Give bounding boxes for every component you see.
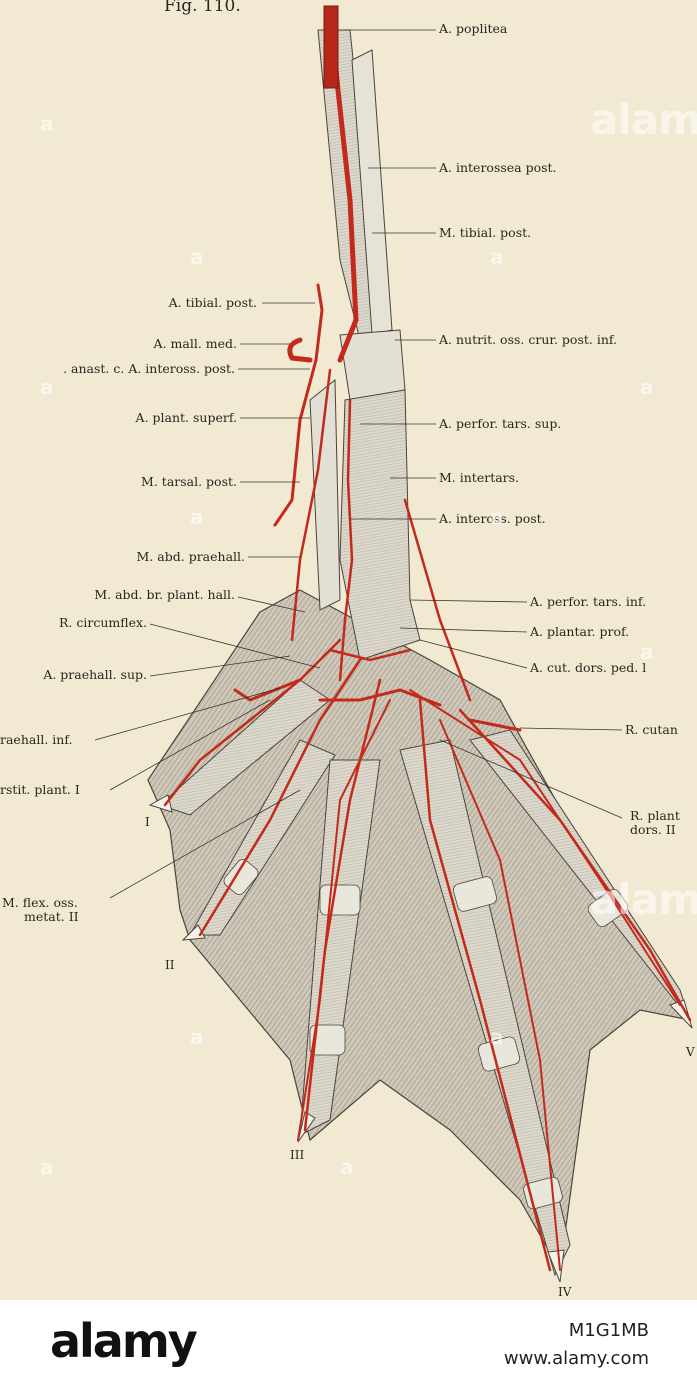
label-a-tibial-post: A. tibial. post. [168, 295, 257, 310]
watermark-glyph: a [40, 112, 54, 136]
digit-label-i: I [145, 815, 150, 829]
digit-label-v: V [686, 1045, 695, 1059]
label-a-perfor-tars-inf: A. perfor. tars. inf. [530, 594, 647, 609]
stock-footer: alamy M1G1MB www.alamy.com [0, 1300, 697, 1390]
alamy-logo: alamy [50, 1314, 198, 1368]
watermark-glyph-12: a [490, 1025, 504, 1049]
label-r-circumflex: R. circumflex. [59, 615, 147, 630]
web-membrane [147, 589, 692, 1272]
label-a-interossea-post: A. interossea post. [439, 160, 557, 175]
tarsometatarsus [339, 389, 421, 661]
digit-label-iv: IV [558, 1285, 572, 1299]
site-url: www.alamy.com [503, 1348, 649, 1369]
label-a-mall-med: A. mall. med. [153, 336, 237, 351]
watermark-glyph-4: a [40, 375, 54, 399]
watermark-glyph-5: a [640, 375, 654, 399]
label-praehall-inf: raehall. inf. [0, 732, 73, 747]
digit-label-ii: II [165, 958, 175, 972]
label-a-plantar-prof: A. plantar. prof. [530, 624, 630, 639]
watermark-glyph-11: a [190, 1025, 204, 1049]
label-a-perfor-tars-sup: A. perfor. tars. sup. [439, 416, 562, 431]
label-dors-ii: dors. II [630, 822, 676, 837]
digit-ii [189, 739, 336, 936]
label-m-flex-oss: M. flex. oss. [2, 895, 78, 910]
tendon-strip [309, 378, 341, 611]
foot-illustration [94, 5, 693, 1283]
claw-iv [547, 1249, 565, 1283]
leader-lines [94, 29, 623, 899]
digit-label-iii: III [290, 1148, 305, 1162]
label-a-nutrit-oss: A. nutrit. oss. crur. post. inf. [439, 332, 618, 347]
watermark-text: alamy [590, 95, 697, 144]
label-m-tarsal-post: M. tarsal. post. [141, 474, 237, 489]
watermark-glyph-3: a [490, 245, 504, 269]
watermark-text-2: alamy [590, 875, 697, 924]
label-anast-inteross: . anast. c. A. inteross. post. [63, 361, 235, 376]
label-r-plant: R. plant [630, 808, 680, 823]
arteries [163, 5, 692, 1272]
label-interstit-plant-i: rstit. plant. I [0, 782, 80, 797]
label-m-abd-praehall: M. abd. praehall. [136, 549, 245, 564]
label-m-intertars: M. intertars. [439, 470, 520, 485]
label-m-abd-br-plant-hall: M. abd. br. plant. hall. [94, 587, 235, 602]
tibia-shaft [351, 49, 393, 335]
watermark-glyph-9: a [40, 1155, 54, 1179]
label-a-poplitea: A. poplitea [439, 21, 508, 36]
image-id: M1G1MB [568, 1320, 649, 1341]
figure-plate: Fig. 110. A. poplitea A. interossea post… [0, 0, 697, 1300]
claw-i [148, 794, 173, 813]
label-m-tibial-post: M. tibial. post. [439, 225, 532, 240]
figure-title: Fig. 110. [164, 0, 241, 16]
label-r-cutan: R. cutan [625, 722, 678, 737]
label-a-praehall-sup: A. praehall. sup. [43, 667, 147, 682]
label-a-inteross-post-2: A. inteross. post. [439, 511, 546, 526]
label-metat-ii: metat. II [24, 909, 79, 924]
label-a-plant-superf: A. plant. superf. [135, 410, 237, 425]
watermark-glyph-10: a [340, 1155, 354, 1179]
watermark-glyph-8: a [640, 640, 654, 664]
watermark-glyph-7: a [490, 505, 504, 529]
label-a-cut-dors-ped: A. cut. dors. ped. l [530, 660, 647, 675]
watermark-glyph-6: a [190, 505, 204, 529]
watermark-glyph-2: a [190, 245, 204, 269]
digit-iv [399, 739, 571, 1277]
